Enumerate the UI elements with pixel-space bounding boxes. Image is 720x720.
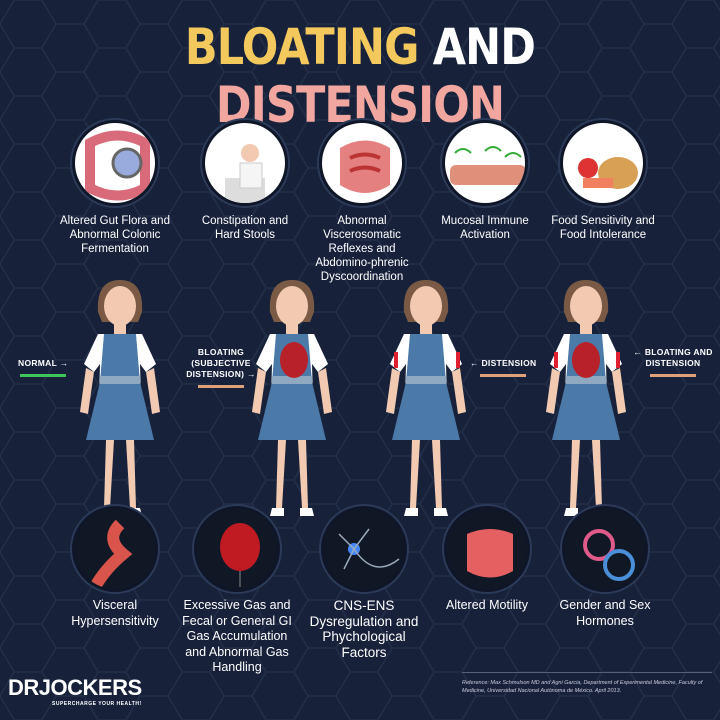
cause-label: Mucosal Immune Activation [441, 215, 529, 241]
state-normal-label: NORMAL → [18, 358, 68, 377]
cause-label: Food Sensitivity and Food Intolerance [551, 215, 655, 241]
colon-icon [72, 506, 158, 592]
page-title: BLOATING AND DISTENSION [50, 18, 669, 134]
woman-bloating-distension-figure [526, 272, 646, 532]
balloon-icon [194, 506, 280, 592]
state-bar [650, 374, 696, 377]
woman-distension-figure [366, 272, 486, 532]
arrow-left-icon: ← [633, 347, 643, 357]
logo-tagline: SUPERCHARGE YOUR HEALTH! [52, 701, 142, 707]
bloated-stomach-icon [280, 342, 308, 378]
gut-flora-icon [72, 120, 158, 206]
distension-marks-icon [394, 352, 460, 368]
constipation-icon [202, 120, 288, 206]
state-bar [480, 374, 527, 377]
cause-label: Altered Motility [446, 598, 528, 612]
cause-label: Altered Gut Flora and Abnormal Colonic F… [60, 215, 170, 255]
state-text: DISTENSION [481, 358, 537, 368]
cause-label: Abnormal Viscerosomatic Reflexes and Abd… [315, 215, 409, 283]
logo-name: DRJOCKERS [8, 675, 142, 700]
normal-bar [20, 374, 67, 377]
cause-label: Visceral Hypersensitivity [71, 598, 159, 628]
arrow-right-icon: → [246, 369, 256, 379]
title-and: AND [432, 18, 536, 76]
woman-normal-figure [60, 272, 180, 532]
title-bloating: BLOATING [184, 18, 420, 76]
state-bar [198, 385, 244, 388]
arrow-left-icon: ← [470, 358, 479, 368]
arrow-right-icon: → [59, 358, 69, 368]
cause-label: Gender and Sex Hormones [559, 598, 651, 628]
food-icon [560, 120, 646, 206]
neuron-icon [321, 506, 407, 592]
mucosa-icon [442, 120, 528, 206]
cause-label: Excessive Gas and Fecal or General GI Ga… [182, 598, 292, 674]
motility-intestine-icon [444, 506, 530, 592]
state-bloating-label: BLOATING (SUBJECTIVE DISTENSION) → [182, 347, 260, 388]
state-text: NORMAL [18, 358, 57, 368]
woman-bloating-figure [232, 272, 352, 532]
cause-label: CNS-ENS Dysregulation and Phychological … [309, 598, 419, 660]
state-distension-label: ← DISTENSION [470, 358, 536, 377]
reference-text: Reference: Max Schmulson MD and Agni Gar… [462, 672, 712, 695]
state-bloating-distension-label: ← BLOATING AND DISTENSION [632, 347, 714, 377]
intestine-icon [319, 120, 405, 206]
state-text: BLOATING AND DISTENSION [644, 347, 713, 368]
state-text: BLOATING (SUBJECTIVE DISTENSION) [186, 347, 251, 379]
gender-icon [562, 506, 648, 592]
cause-label: Constipation and Hard Stools [201, 215, 289, 241]
